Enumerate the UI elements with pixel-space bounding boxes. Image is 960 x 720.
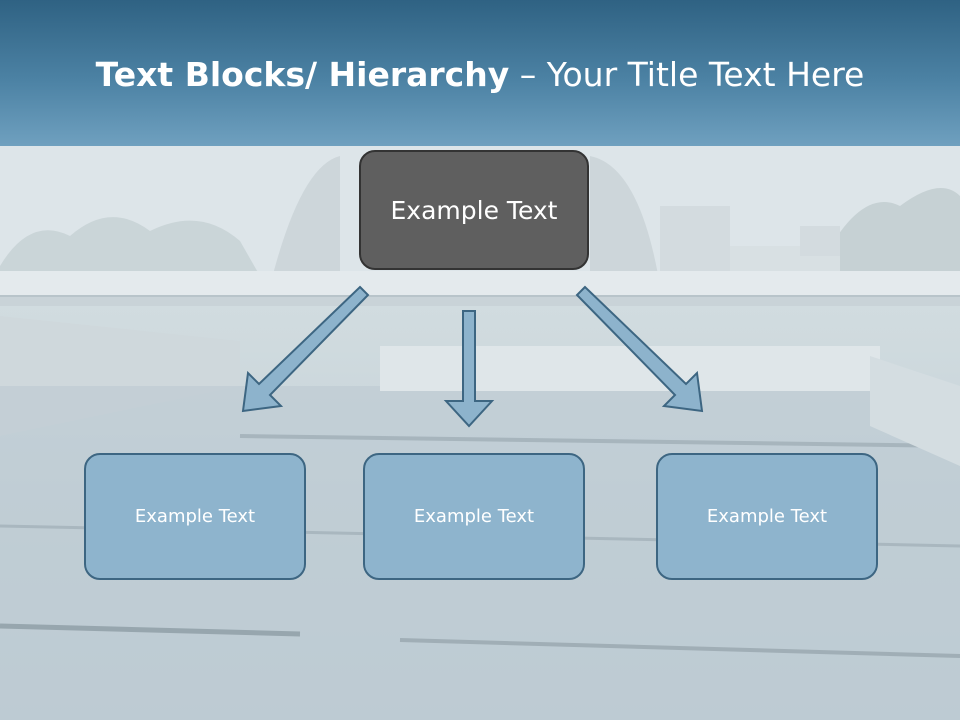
slide-title: Text Blocks/ Hierarchy – Your Title Text… [0,52,960,98]
title-bar: Text Blocks/ Hierarchy – Your Title Text… [0,0,960,146]
title-rest: – Your Title Text Here [509,55,865,94]
root-box: Example Text [359,150,589,270]
child-box-right: Example Text [656,453,878,580]
child-box-right-label: Example Text [706,506,828,527]
root-box-label: Example Text [390,195,558,225]
arrow-down-right [575,285,704,413]
child-box-middle: Example Text [363,453,585,580]
child-box-middle-label: Example Text [413,506,535,527]
child-box-left: Example Text [84,453,306,580]
arrow-down-left [241,285,370,413]
child-box-left-label: Example Text [134,506,256,527]
arrow-down-middle [443,310,495,428]
title-bold: Text Blocks/ Hierarchy [95,55,510,94]
